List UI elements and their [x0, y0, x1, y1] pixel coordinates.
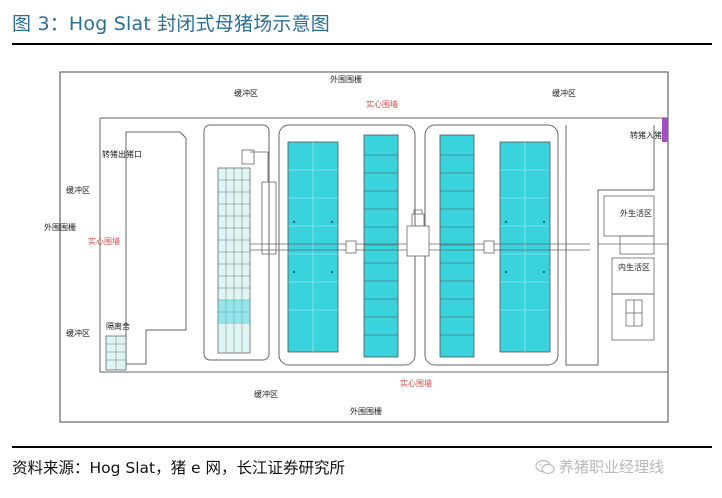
entrance-marker: [662, 118, 668, 142]
label-outer-fence-left: 外围围栅: [44, 222, 76, 232]
label-solid-wall-bottom: 实心围墙: [400, 378, 432, 388]
title-divider: [12, 43, 712, 45]
label-transfer-outlet: 转猪出猪口: [102, 149, 142, 159]
source-divider: [12, 446, 712, 448]
label-buffer-zone-1: 缓冲区: [234, 88, 258, 98]
central-corridor: [250, 209, 590, 257]
solid-wall-left: [99, 118, 668, 373]
label-outer-fence-bottom: 外围围栅: [350, 406, 382, 416]
figure-title: 图 3：Hog Slat 封闭式母猪场示意图: [12, 13, 331, 35]
label-buffer-zone-2: 缓冲区: [552, 88, 576, 98]
outer-fence: [59, 71, 669, 423]
watermark-text: 养猪职业经理线: [559, 458, 665, 476]
label-isolation-house: 隔离舍: [106, 321, 130, 331]
living-area-buildings: [598, 195, 668, 341]
isolation-house: [105, 335, 127, 371]
gestation-pen-block-2: [363, 134, 399, 358]
label-solid-wall-top: 实心围墙: [366, 99, 398, 109]
gestation-pen-block-3: [439, 134, 475, 358]
label-outer-living-area: 外生活区: [620, 208, 652, 218]
label-buffer-zone-3: 缓冲区: [66, 185, 90, 195]
label-solid-wall-left: 实心围墙: [88, 236, 120, 246]
right-zone-outline: [565, 125, 655, 366]
gestation-pen-block-4: [499, 141, 551, 353]
wechat-icon: [535, 459, 555, 474]
label-buffer-zone-5: 缓冲区: [254, 389, 278, 399]
source-note: 资料来源：Hog Slat，猪 e 网，长江证券研究所: [12, 459, 346, 477]
label-inner-living-area: 内生活区: [618, 262, 650, 272]
building-1-outline: [203, 124, 270, 361]
feed-room: [261, 181, 277, 255]
farrowing-pen-grid: [217, 149, 255, 354]
gestation-pen-block-1: [287, 141, 339, 353]
left-corridor: [125, 131, 187, 365]
label-transfer-entrance: 转猪入猪: [630, 130, 662, 140]
label-outer-fence-top: 外围围栅: [330, 74, 362, 84]
label-buffer-zone-4: 缓冲区: [66, 328, 90, 338]
watermark: 养猪职业经理线: [535, 456, 664, 477]
